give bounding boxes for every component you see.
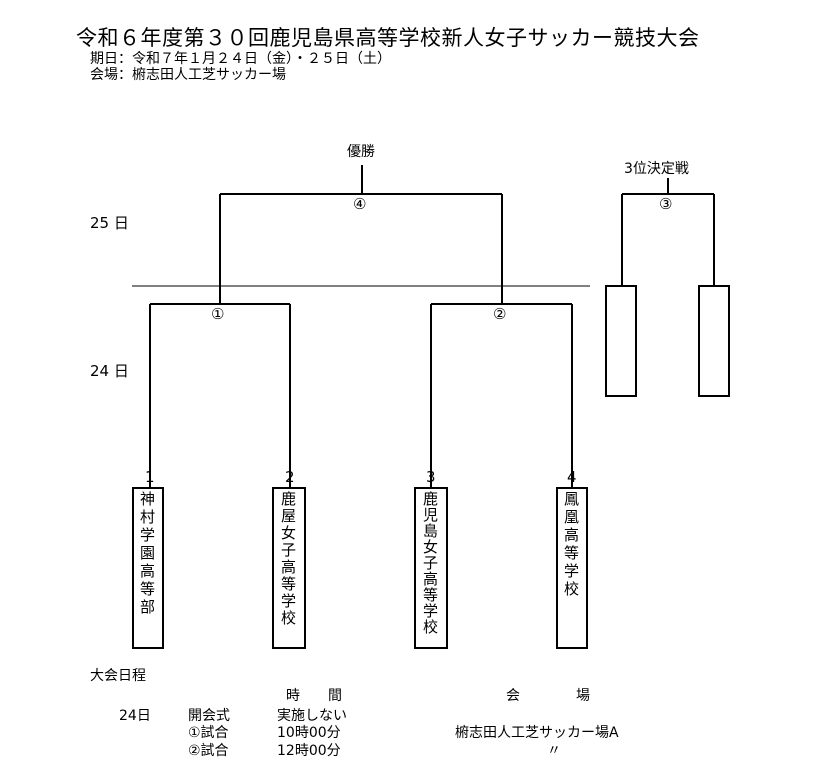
team-name-3: 鹿児島女子高等学校 bbox=[421, 491, 439, 635]
schedule-venue: 椨志田人工芝サッカー場A bbox=[455, 725, 619, 741]
third-left-box bbox=[605, 285, 637, 397]
team-box-1 bbox=[132, 487, 164, 649]
day-24-label: 24 日 bbox=[90, 362, 129, 380]
match-3-number: ③ bbox=[659, 195, 673, 213]
page-title: 令和６年度第３０回鹿児島県高等学校新人女子サッカー競技大会 bbox=[76, 26, 700, 50]
schedule-time: 12時00分 bbox=[277, 743, 341, 759]
team-name-4: 鳳凰高等学校 bbox=[562, 491, 580, 599]
third-right-box bbox=[698, 285, 730, 397]
team-seed-2: 2 bbox=[285, 468, 295, 486]
day-25-label: 25 日 bbox=[90, 214, 129, 232]
schedule-time: 実施しない bbox=[277, 708, 347, 724]
team-box-2 bbox=[272, 487, 306, 649]
schedule-venue-header: 会 場 bbox=[506, 688, 590, 704]
schedule-event: ②試合 bbox=[188, 743, 229, 759]
schedule-heading: 大会日程 bbox=[90, 668, 146, 684]
schedule-event: ①試合 bbox=[188, 725, 229, 741]
event-venue: 会場：椨志田人工芝サッカー場 bbox=[90, 67, 286, 83]
team-seed-4: 4 bbox=[567, 468, 577, 486]
schedule-event: 開会式 bbox=[188, 708, 230, 724]
team-seed-3: 3 bbox=[426, 468, 436, 486]
team-seed-1: 1 bbox=[145, 468, 155, 486]
schedule-day: 24日 bbox=[119, 708, 151, 724]
schedule-time-header: 時 間 bbox=[286, 688, 342, 704]
match-1-number: ① bbox=[211, 305, 225, 323]
event-dates: 期日：令和７年１月２４日（金）・２５日（土） bbox=[90, 51, 391, 67]
team-box-4 bbox=[556, 487, 588, 649]
match-2-number: ② bbox=[493, 305, 507, 323]
match-4-number: ④ bbox=[353, 195, 367, 213]
team-box-3 bbox=[414, 487, 448, 649]
team-name-1: 神村学園高等部 bbox=[138, 491, 156, 617]
champion-label: 優勝 bbox=[347, 144, 375, 160]
team-name-2: 鹿屋女子高等学校 bbox=[279, 491, 297, 627]
schedule-time: 10時00分 bbox=[277, 725, 341, 741]
third-place-label: 3位決定戦 bbox=[624, 161, 689, 177]
schedule-venue: 〃 bbox=[547, 743, 561, 759]
